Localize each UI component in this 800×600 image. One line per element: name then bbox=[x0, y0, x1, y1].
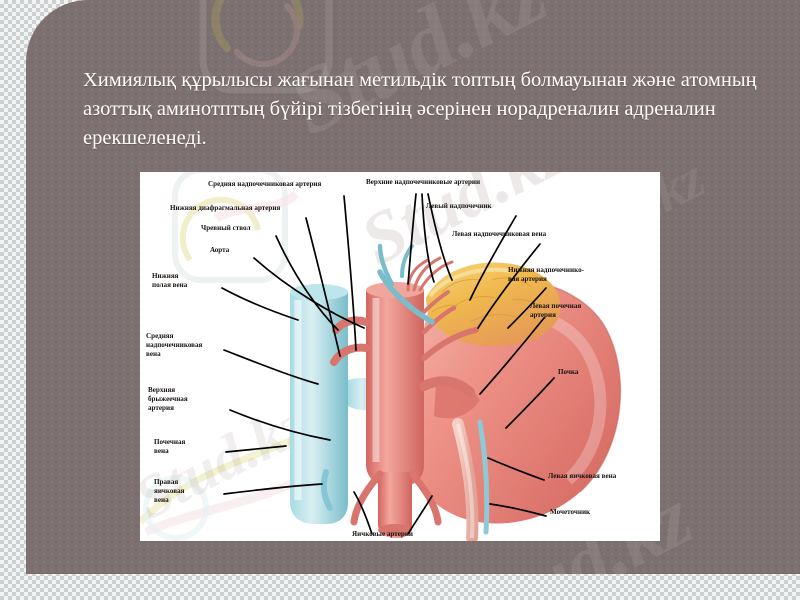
anatomy-illustration bbox=[140, 172, 660, 541]
label-pravaya-yaichkovaya-vena: Правая яичковая вена bbox=[154, 478, 185, 504]
label-verkhnyaya-bryzheechnaya-arteriya: Верхняя брыжеечная артерия bbox=[148, 386, 188, 412]
label-nizhnyaya-polaya-vena: Нижняя полая вена bbox=[152, 272, 188, 289]
label-nizhnyaya-nadpochechnikovaya-arteriya: Нижняя надпочечнико- вая артерия bbox=[508, 266, 585, 283]
label-nizhnyaya-diafragmalnaya-arteriya: Нижняя диафрагмальная артерия bbox=[170, 204, 281, 212]
anatomy-figure-panel: Stud.kz Stud.kz Stud.kz bbox=[140, 172, 660, 541]
label-chrevnyy-stvol: Чревный ствол bbox=[201, 224, 251, 232]
label-mochetochnik: Мочеточник bbox=[550, 508, 591, 516]
label-levaya-pochechnaya-arteriya: Левая почечная артерия bbox=[530, 302, 582, 319]
label-srednyaya-nadpochechnikovaya-arteriya: Средняя надпочечниковая артерия bbox=[208, 180, 322, 188]
label-yaichkovye-arterii: Яичковые артерии bbox=[352, 530, 414, 538]
slide-surface: Stud.kz Stud.kz Stud.kz Химиялық құрылыс… bbox=[26, 0, 800, 574]
label-levaya-yaichkovaya-vena: Левая яичковая вена bbox=[548, 472, 617, 480]
label-verkhnie-nadpochechnikovye-arterii: Верхние надпочечниковые артерии bbox=[366, 178, 481, 186]
label-srednyaya-nadpochechnikovaya-vena: Средняя надпочечниковая вена bbox=[146, 332, 203, 358]
slide-title: Химиялық құрылысы жағынан метильдік топт… bbox=[83, 69, 757, 150]
label-pochechnaya-vena: Почечная вена bbox=[154, 438, 186, 455]
label-aorta: Аорта bbox=[210, 246, 230, 254]
label-levaya-nadpochechnikovaya-vena: Левая надпочечниковая вена bbox=[452, 230, 547, 238]
label-pochka: Почка bbox=[558, 368, 579, 376]
label-levyy-nadpochechnik: Левый надпочечник bbox=[426, 202, 492, 210]
